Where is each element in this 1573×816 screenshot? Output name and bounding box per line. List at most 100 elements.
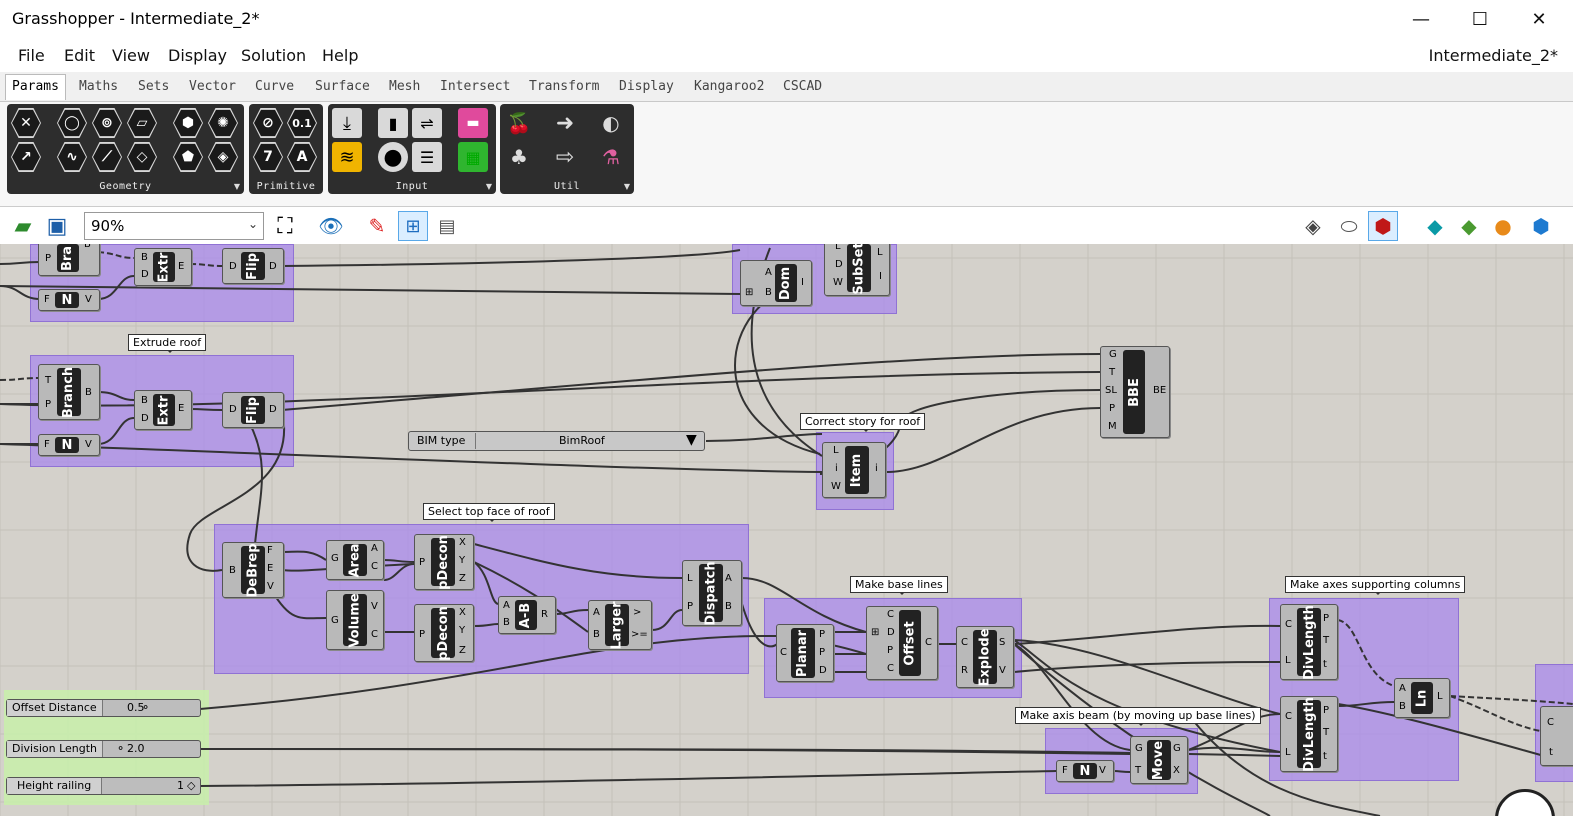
number-param-icon[interactable]: 0.1 xyxy=(287,107,317,139)
slider-handle-icon[interactable]: ◇ xyxy=(187,779,196,792)
label-make-axes[interactable]: Make axes supporting columns xyxy=(1285,576,1466,595)
slider-input-icon[interactable]: ⇌ xyxy=(412,108,442,138)
slider-handle-icon[interactable]: ⚬ xyxy=(141,701,151,714)
tab-mesh[interactable]: Mesh xyxy=(389,79,421,94)
text-param-icon[interactable]: A xyxy=(287,141,317,173)
zoom-extents-icon[interactable]: ⛶ xyxy=(277,213,293,239)
arrow-outline-icon[interactable]: ⇨ xyxy=(555,144,575,170)
tab-sets[interactable]: Sets xyxy=(138,79,170,94)
mesh-preview-icon[interactable]: ◆ xyxy=(1427,214,1443,238)
save-file-icon[interactable]: ▣ xyxy=(46,213,68,239)
selection-icon[interactable]: ⊞ xyxy=(398,211,428,241)
graph-mapper-icon[interactable]: ≋ xyxy=(332,142,362,172)
close-button[interactable]: ✕ xyxy=(1531,8,1547,30)
arc-param-icon[interactable]: ⊚ xyxy=(92,107,122,139)
tab-vector[interactable]: Vector xyxy=(189,79,236,94)
tab-cscad[interactable]: CSCAD xyxy=(783,79,823,94)
panel-icon[interactable]: ⤓ xyxy=(332,108,362,138)
cherry-picker-icon[interactable]: 🍒 xyxy=(506,111,532,135)
colour-swatch-icon[interactable]: ▬ xyxy=(458,108,488,138)
toggle-input-icon[interactable]: ● xyxy=(378,142,408,172)
curve-param-icon[interactable]: ∿ xyxy=(57,141,87,173)
line-param-icon[interactable]: ⟋ xyxy=(92,141,122,173)
data-tree-icon[interactable]: ♣ xyxy=(510,145,528,169)
tab-curve[interactable]: Curve xyxy=(255,79,295,94)
dropdown-arrow-icon[interactable]: ▼ xyxy=(686,432,697,448)
open-file-icon[interactable]: ▰ xyxy=(14,213,32,239)
fitness-icon[interactable]: ◐ xyxy=(602,111,620,135)
bim-type-value-list[interactable]: BIM type BimRoof ▼ xyxy=(408,431,705,451)
tab-display[interactable]: Display xyxy=(619,79,674,94)
menu-file[interactable]: File xyxy=(18,46,45,65)
plane-param-icon[interactable]: ◇ xyxy=(127,141,157,173)
brep-param-icon[interactable]: ⬢ xyxy=(173,107,203,139)
minimize-button[interactable]: — xyxy=(1412,8,1430,30)
circle-param-icon[interactable]: ◯ xyxy=(57,107,87,139)
menu-view[interactable]: View xyxy=(112,46,150,65)
group-select-top-face[interactable] xyxy=(214,524,749,674)
label-extrude-roof[interactable]: Extrude roof xyxy=(128,334,207,353)
tab-surface[interactable]: Surface xyxy=(315,79,370,94)
offset-distance-slider[interactable]: Offset Distance 0.5 ⚬ xyxy=(6,699,201,717)
tab-transform[interactable]: Transform xyxy=(529,79,600,94)
vector-param-icon[interactable]: ↗ xyxy=(11,141,41,173)
menu-display[interactable]: Display xyxy=(168,46,227,65)
document-preview-icon[interactable]: ⬢ xyxy=(1532,214,1550,238)
mesh-param-icon[interactable]: ✺ xyxy=(208,107,238,139)
point-param-icon[interactable]: ✕ xyxy=(11,107,41,139)
boolean-param-icon[interactable]: ⊘ xyxy=(253,107,283,139)
label-select-top-face[interactable]: Select top face of roof xyxy=(423,503,555,522)
tab-maths[interactable]: Maths xyxy=(79,79,119,94)
geometry-param-icon[interactable]: ⬟ xyxy=(173,141,203,173)
canvas-settings-icon[interactable]: ▤ xyxy=(438,215,456,237)
menu-edit[interactable]: Edit xyxy=(64,46,95,65)
label-correct-story[interactable]: Correct story for roof xyxy=(800,413,926,432)
material-icon[interactable]: ● xyxy=(1494,214,1512,238)
mesh-settings-icon[interactable]: ◆ xyxy=(1461,214,1477,238)
tab-kangaroo2[interactable]: Kangaroo2 xyxy=(694,79,765,94)
preview-eye-icon[interactable]: 👁 xyxy=(318,214,344,238)
height-railing-slider[interactable]: Height railing 1 ◇ xyxy=(6,777,201,795)
preview-wireframe-icon[interactable]: ◈ xyxy=(1305,214,1321,238)
integer-param-icon[interactable]: 7 xyxy=(253,141,283,173)
flask-icon[interactable]: ⚗ xyxy=(602,145,620,169)
preview-selected-icon[interactable]: ⬢ xyxy=(1368,211,1398,241)
grasshopper-canvas[interactable]: Extrude roof Correct story for roof Sele… xyxy=(0,244,1573,816)
zoom-select[interactable]: 90%⌄ xyxy=(84,212,264,240)
surface-param-icon[interactable]: ▱ xyxy=(127,107,157,139)
label-make-base-lines[interactable]: Make base lines xyxy=(850,576,948,595)
value-list-icon[interactable]: ☰ xyxy=(412,142,442,172)
maximize-button[interactable]: ☐ xyxy=(1471,8,1489,30)
label-make-axis-beam[interactable]: Make axis beam (by moving up base lines) xyxy=(1015,707,1261,726)
preview-shaded-icon[interactable]: ⬭ xyxy=(1340,214,1358,238)
expand-arrow-icon[interactable]: ▼ xyxy=(485,182,492,191)
menu-help[interactable]: Help xyxy=(322,46,359,65)
button-input-icon[interactable]: ▮ xyxy=(378,108,408,138)
tab-params[interactable]: Params xyxy=(5,74,66,100)
matrix-icon[interactable]: ▦ xyxy=(458,142,488,172)
